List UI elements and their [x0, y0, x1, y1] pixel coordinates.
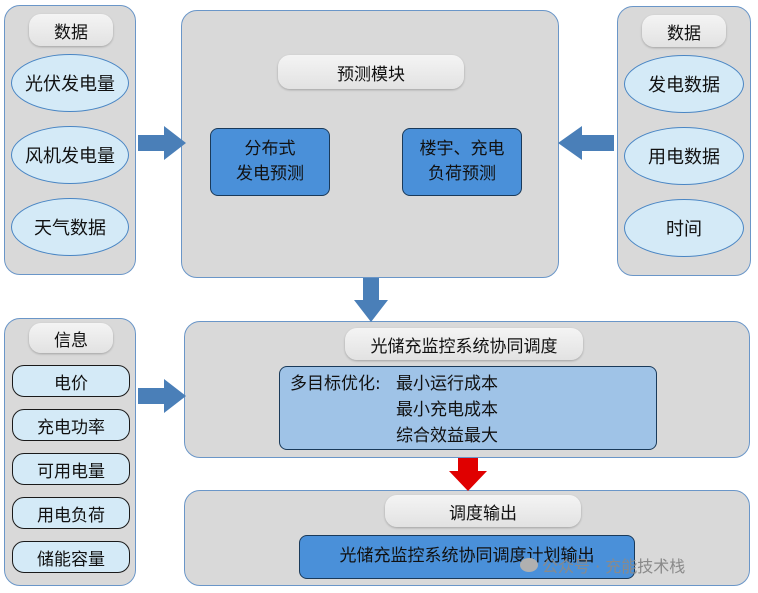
prediction-module: 预测模块 分布式 发电预测 楼宇、充电 负荷预测: [181, 10, 559, 278]
load-item: 用电负荷: [12, 497, 130, 529]
data-panel-left: 数据 光伏发电量 风机发电量 天气数据: [4, 5, 136, 275]
objective-3: 综合效益最大: [396, 426, 498, 446]
arrow-right-from-left-data: [138, 126, 186, 160]
charging-power-item: 充电功率: [12, 409, 130, 441]
watermark-text: 公众号 · 充能技术栈: [542, 557, 686, 576]
building-charging-load-forecast: 楼宇、充电 负荷预测: [402, 128, 522, 196]
distributed-line-1: 分布式: [244, 138, 296, 159]
objective-row-1: 多目标优化: 最小运行成本: [290, 371, 656, 397]
arrow-down-dispatch-to-output: [449, 458, 487, 491]
building-line-2: 负荷预测: [428, 164, 496, 184]
arrow-right-from-info: [138, 379, 186, 413]
info-panel-title: 信息: [29, 323, 113, 353]
storage-capacity-item: 储能容量: [12, 541, 130, 573]
dispatch-panel: 光储充监控系统协同调度 多目标优化: 最小运行成本 最小充电成本 综合效益最大: [184, 321, 750, 458]
distributed-line-2: 发电预测: [236, 164, 304, 184]
optimization-label: 多目标优化:: [290, 374, 387, 394]
dispatch-panel-title: 光储充监控系统协同调度: [345, 328, 583, 360]
data-panel-right: 数据 发电数据 用电数据 时间: [617, 6, 751, 276]
objective-row-3: 综合效益最大: [290, 423, 656, 449]
multi-objective-box: 多目标优化: 最小运行成本 最小充电成本 综合效益最大: [279, 366, 657, 450]
generation-data-item: 发电数据: [624, 55, 744, 113]
wechat-icon: [520, 558, 538, 572]
output-panel: 调度输出 光储充监控系统协同调度计划输出: [184, 490, 750, 586]
data-panel-left-title: 数据: [29, 14, 113, 46]
objective-1: 最小运行成本: [396, 374, 498, 394]
building-line-1: 楼宇、充电: [419, 138, 505, 159]
arrow-down-prediction-to-dispatch: [354, 278, 388, 322]
distributed-generation-forecast: 分布式 发电预测: [210, 128, 330, 196]
info-panel: 信息 电价 充电功率 可用电量 用电负荷 储能容量: [4, 318, 136, 586]
available-energy-item: 可用电量: [12, 453, 130, 485]
output-panel-title: 调度输出: [385, 495, 581, 527]
watermark: 公众号 · 充能技术栈: [520, 553, 685, 577]
wind-generation-item: 风机发电量: [11, 126, 129, 184]
consumption-data-item: 用电数据: [624, 127, 744, 185]
time-item: 时间: [624, 199, 744, 257]
arrow-left-from-right-data: [558, 126, 614, 160]
objective-2: 最小充电成本: [396, 400, 498, 420]
objective-row-2: 最小充电成本: [290, 397, 656, 423]
weather-data-item: 天气数据: [11, 198, 129, 256]
pv-generation-item: 光伏发电量: [11, 54, 129, 112]
prediction-module-title: 预测模块: [278, 55, 464, 89]
data-panel-right-title: 数据: [642, 15, 726, 47]
electricity-price-item: 电价: [12, 365, 130, 397]
